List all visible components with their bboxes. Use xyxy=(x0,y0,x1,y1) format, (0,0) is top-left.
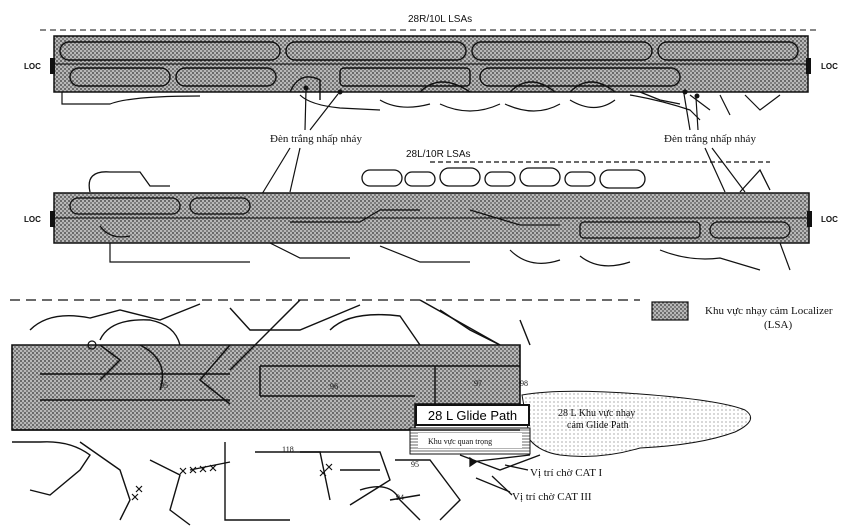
middle-lower-taxiways xyxy=(109,242,791,271)
glide-path-sensitive-area xyxy=(521,390,752,457)
top-taxiway-outlines xyxy=(59,41,799,105)
glide-path-label: 28 L Glide Path xyxy=(427,407,518,423)
taxiway-96-label: 96 xyxy=(330,382,338,391)
taxiway-95-label: 95 xyxy=(160,381,168,390)
middle-right-loc-label: LOC xyxy=(821,215,838,224)
glide-sensitive-label-line2: cảm Glide Path xyxy=(567,420,629,431)
legend-label-line1: Khu vực nhạy cảm Localizer xyxy=(705,305,833,317)
detail-upper-taxiways xyxy=(29,303,531,346)
taxiway-98-label: 98 xyxy=(520,379,528,388)
legend-label-line2: (LSA) xyxy=(764,319,792,331)
taxiway-95b-label: 95 xyxy=(411,460,419,469)
glide-sensitive-label-line1: 28 L Khu vực nhạy xyxy=(558,408,635,419)
glide-path-label-box: 28 L Glide Path xyxy=(415,404,530,426)
middle-upper-taxiways xyxy=(88,161,771,193)
flash-light-left-label: Đèn trắng nhấp nháy xyxy=(270,133,362,145)
top-left-loc-antenna xyxy=(50,58,55,74)
cat3-hold-label: Vị trí chờ CAT III xyxy=(512,491,592,503)
top-lower-taxiways xyxy=(61,92,781,121)
critical-area-label: Khu vực quan trọng xyxy=(428,437,492,446)
top-left-loc-label: LOC xyxy=(24,62,41,71)
legend: Khu vực nhạy cảm Localizer (LSA) xyxy=(651,301,833,331)
detail-runway-lines xyxy=(40,299,520,405)
hold-position-arrows xyxy=(469,454,531,496)
top-right-loc-antenna xyxy=(806,58,811,74)
middle-runway-title: 28L/10R LSAs xyxy=(406,149,471,160)
taxiway-118-label: 118 xyxy=(282,445,294,454)
hold-bars xyxy=(131,463,333,501)
middle-right-loc-antenna xyxy=(807,211,812,227)
flash-light-right-label: Đèn trắng nhấp nháy xyxy=(664,133,756,145)
taxiway-94-label: 94 xyxy=(396,493,404,502)
top-runway-group: 28R/10L LSAs xyxy=(24,14,838,121)
taxiway-97-label: 97 xyxy=(474,379,482,388)
middle-inner-taxiways xyxy=(69,197,791,239)
critical-area-label-bg xyxy=(418,433,522,448)
flash-light-callouts: Đèn trắng nhấp nháy Đèn trắng nhấp nháy xyxy=(261,89,756,195)
cat1-hold-label: Vị trí chờ CAT I xyxy=(530,467,603,479)
legend-swatch xyxy=(651,301,689,321)
middle-left-loc-antenna xyxy=(50,211,55,227)
middle-runway-group: 28L/10R LSAs xyxy=(24,149,838,271)
top-runway-title: 28R/10L LSAs xyxy=(408,14,472,25)
top-right-loc-label: LOC xyxy=(821,62,838,71)
middle-left-loc-label: LOC xyxy=(24,215,41,224)
detail-view-group: 95 96 97 98 28 L Khu vực nhạy cảm Glide … xyxy=(10,299,752,526)
top-markers xyxy=(303,85,700,99)
